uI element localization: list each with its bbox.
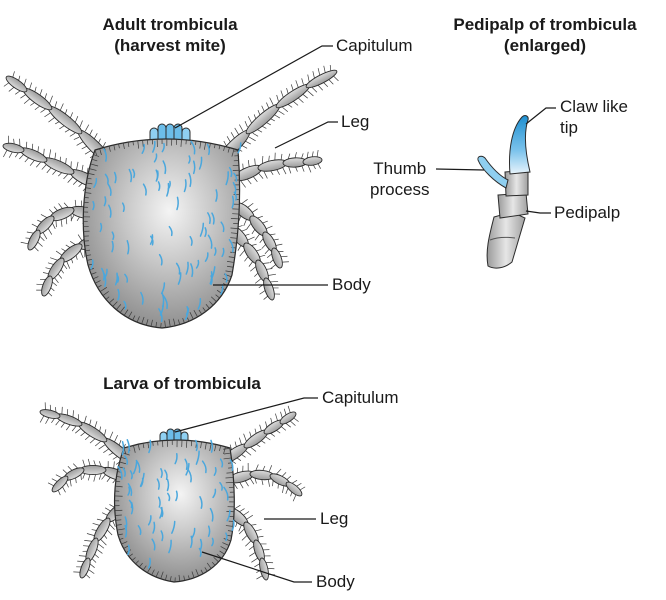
- pedipalp-middle-segment: [498, 193, 528, 218]
- adult-leg-leader: [275, 122, 338, 148]
- pedipalp-title-line2: (enlarged): [425, 35, 665, 56]
- pedipalp-upper-segment: [505, 170, 528, 196]
- adult-title: Adult trombicula (harvest mite): [70, 14, 270, 56]
- pedipalp-label: Pedipalp: [554, 203, 620, 223]
- thumb-process-shape: [478, 156, 508, 188]
- pedipalp-title: Pedipalp of trombicula (enlarged): [425, 14, 665, 56]
- thumb-process-label-line1: Thumb: [370, 158, 430, 179]
- larva-capitulum-leader: [175, 398, 318, 432]
- pedipalp-drawing: [478, 116, 530, 269]
- adult-leg-label: Leg: [341, 112, 369, 132]
- larva-leg-label: Leg: [320, 509, 348, 529]
- pedipalp-base-segment: [487, 212, 525, 268]
- claw-tip-label-line2: tip: [560, 117, 628, 138]
- adult-leg-6: [232, 150, 322, 187]
- claw-tip-shape: [510, 116, 531, 174]
- adult-mite-drawing: [2, 65, 339, 328]
- thumb-process-label: Thumb process: [370, 158, 430, 200]
- claw-tip-leader: [526, 108, 556, 124]
- larva-body-label: Body: [316, 572, 355, 592]
- larva-title: Larva of trombicula: [72, 373, 292, 394]
- claw-tip-label-line1: Claw like: [560, 96, 628, 117]
- adult-capitulum-label: Capitulum: [336, 36, 413, 56]
- thumb-process-label-line2: process: [370, 179, 430, 200]
- pedipalp-title-line1: Pedipalp of trombicula: [425, 14, 665, 35]
- larva-leg-5: [227, 463, 305, 501]
- adult-title-line2: (harvest mite): [70, 35, 270, 56]
- larva-mite-drawing: [39, 402, 305, 582]
- adult-title-line1: Adult trombicula: [70, 14, 270, 35]
- adult-body-label: Body: [332, 275, 371, 295]
- larva-capitulum-label: Capitulum: [322, 388, 399, 408]
- pedipalp-leader: [526, 211, 551, 213]
- thumb-process-leader: [436, 169, 484, 170]
- adult-body-shape: [83, 139, 239, 328]
- claw-tip-label: Claw like tip: [560, 96, 628, 138]
